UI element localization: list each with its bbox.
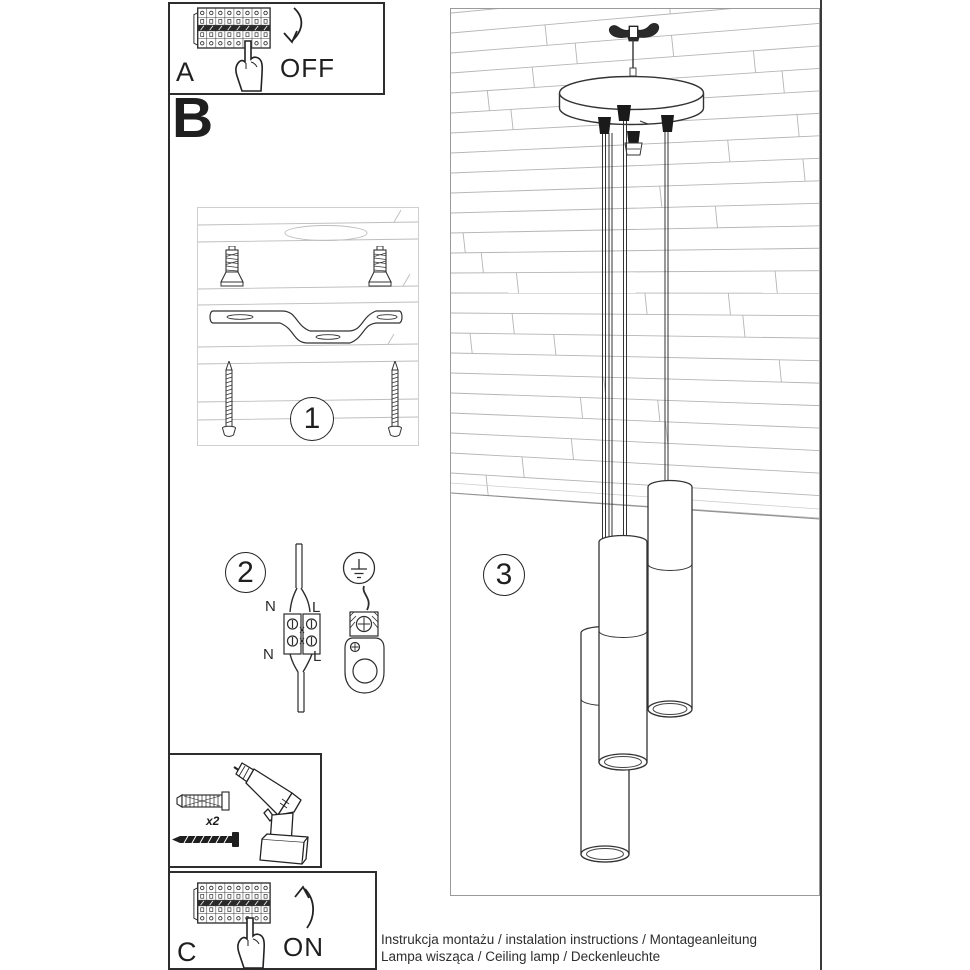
screw-icon bbox=[388, 361, 402, 437]
curved-arrow-up-icon bbox=[294, 885, 315, 929]
section-a-label: A bbox=[176, 57, 195, 87]
breaker-panel-icon bbox=[193, 882, 271, 924]
power-on-label: ON bbox=[283, 932, 324, 962]
step-1-number: 1 bbox=[290, 397, 334, 441]
tools-box: x2 bbox=[168, 753, 322, 868]
screw-icon bbox=[172, 832, 239, 847]
wire-label-l-top: L bbox=[312, 599, 321, 616]
mounting-bracket-icon bbox=[608, 23, 660, 42]
section-b-label: B bbox=[172, 86, 214, 150]
wall-plug-icon bbox=[368, 246, 392, 287]
curved-arrow-down-icon bbox=[283, 7, 303, 44]
wire-label-n-top: N bbox=[265, 598, 276, 615]
footer-text: Instrukcja montażu / instalation instruc… bbox=[381, 932, 757, 965]
breaker-panel-icon bbox=[193, 7, 271, 49]
dowel-quantity-label: x2 bbox=[206, 814, 220, 828]
wiring-illustration bbox=[283, 543, 385, 713]
wall-plug-icon bbox=[220, 246, 244, 287]
wood-ceiling-pattern bbox=[451, 9, 819, 520]
tools-illustration bbox=[172, 762, 309, 865]
screw-icon bbox=[222, 361, 236, 437]
step-3-box: 3 bbox=[450, 8, 820, 896]
left-column-rule bbox=[168, 2, 170, 969]
wire-label-l-bottom: L bbox=[313, 648, 322, 665]
pointing-hand-icon bbox=[232, 917, 272, 969]
suspension-cables bbox=[602, 121, 669, 539]
page-rule-right bbox=[820, 0, 822, 970]
cord-grip-icons bbox=[598, 105, 674, 143]
ceiling-mount-illustration bbox=[198, 209, 418, 437]
step-3-number: 3 bbox=[483, 554, 525, 596]
wire-label-n-bottom: N bbox=[263, 646, 274, 663]
pendant-lamp-illustration bbox=[558, 23, 705, 863]
pendant-shade-icon bbox=[647, 479, 693, 718]
section-c-label: C bbox=[177, 937, 197, 967]
earth-ground-icon bbox=[342, 551, 376, 585]
wall-plug-icon bbox=[176, 791, 230, 811]
power-off-label: OFF bbox=[280, 53, 335, 83]
step-2-group: N L N L 2 bbox=[215, 540, 410, 720]
pointing-hand-icon bbox=[230, 40, 270, 92]
section-a-box: OFF A bbox=[168, 2, 385, 95]
ground-clamp-icon bbox=[344, 611, 385, 694]
section-c-box: ON C bbox=[168, 871, 377, 970]
mounting-bracket-icon bbox=[209, 310, 403, 344]
canopy-icon bbox=[558, 75, 705, 126]
pendant-shade-icon bbox=[598, 534, 648, 771]
drill-icon bbox=[233, 762, 309, 865]
step-1-box: 1 bbox=[197, 207, 419, 446]
footer-line-1: Instrukcja montażu / instalation instruc… bbox=[381, 932, 757, 947]
step-2-number: 2 bbox=[225, 552, 266, 593]
footer-line-2: Lampa wisząca / Ceiling lamp / Deckenleu… bbox=[381, 948, 661, 964]
